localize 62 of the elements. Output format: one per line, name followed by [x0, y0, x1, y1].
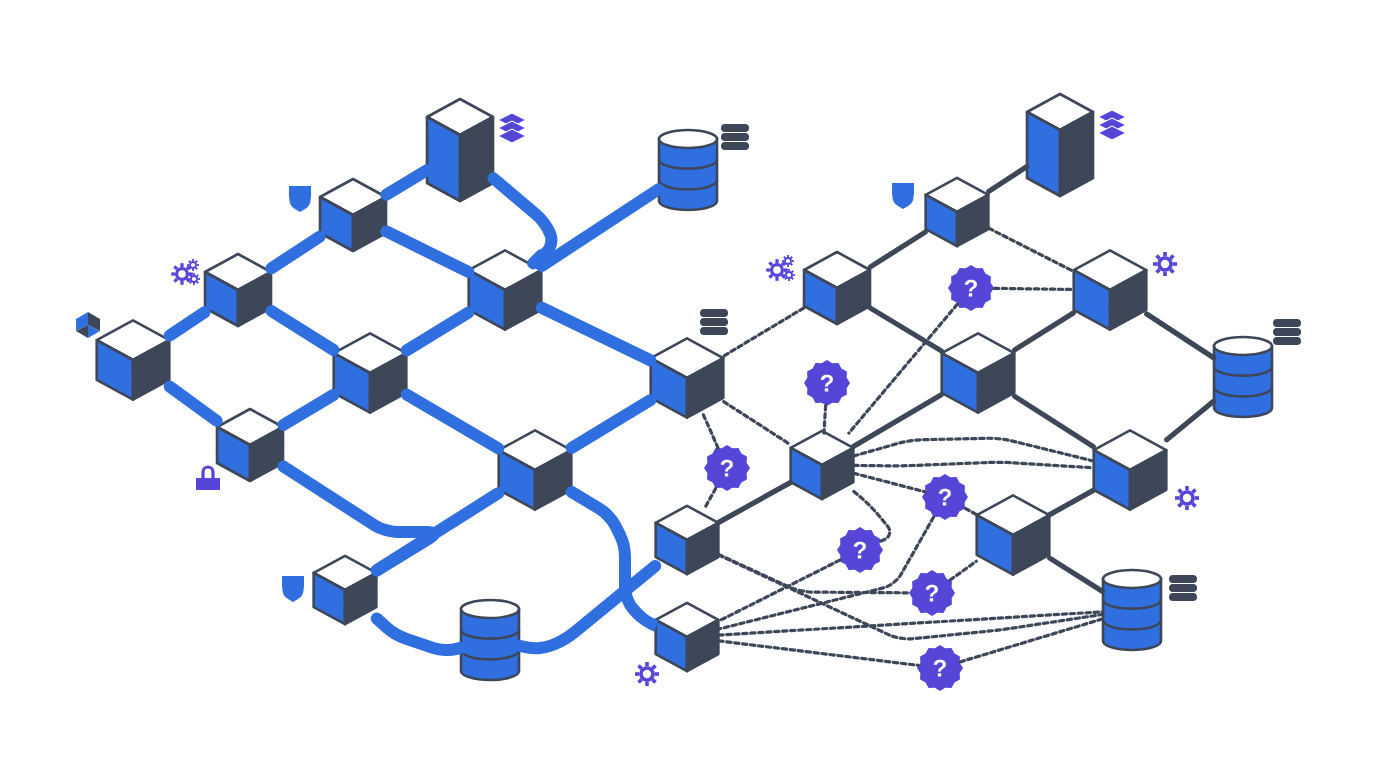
server-cube — [318, 177, 388, 253]
server-cube — [1072, 249, 1148, 331]
connector-line — [717, 610, 1105, 637]
server-cube — [654, 504, 720, 576]
server-cube — [802, 250, 872, 326]
connector-line — [1012, 310, 1076, 353]
connector-line — [535, 183, 665, 272]
connector-line — [1144, 311, 1217, 361]
connector-line — [852, 460, 1095, 470]
connector-line — [717, 515, 936, 631]
question-badge: ? — [948, 265, 994, 311]
connector-line — [722, 400, 792, 447]
server-cube — [1025, 92, 1095, 198]
database-cylinder — [1101, 568, 1163, 652]
connector-line — [1164, 398, 1217, 443]
question-badge: ? — [922, 474, 968, 520]
server-cube — [425, 97, 495, 203]
question-badge: ? — [909, 570, 955, 616]
connector-line — [487, 172, 558, 270]
connector-line — [822, 404, 828, 435]
server-cube — [312, 554, 378, 626]
question-badge: ? — [917, 645, 963, 691]
connector-line — [703, 486, 718, 510]
connector-line — [400, 388, 505, 455]
connector-line — [717, 553, 1105, 641]
database-cylinder — [459, 598, 521, 682]
server-cube — [940, 332, 1016, 414]
connector-line — [722, 306, 806, 358]
connector-line — [370, 487, 505, 576]
connector-line — [277, 460, 440, 577]
question-badge: ? — [837, 527, 883, 573]
connector-line — [958, 617, 1105, 664]
question-badge: ? — [704, 445, 750, 491]
connector-line — [370, 612, 467, 656]
connector-line — [852, 436, 1095, 463]
connector-line — [948, 559, 978, 582]
connector-line — [986, 164, 1030, 194]
server-cube — [789, 429, 855, 501]
server-cube — [332, 332, 408, 414]
server-cube — [497, 429, 573, 511]
connector-line — [847, 302, 959, 435]
database-cylinder — [657, 128, 719, 212]
server-cube — [1092, 429, 1168, 511]
connector-line — [963, 506, 978, 517]
server-cube — [215, 407, 285, 483]
connector-line — [380, 225, 475, 278]
connector-line — [992, 286, 1075, 292]
connector-line — [852, 471, 927, 494]
question-badge: ? — [804, 360, 850, 406]
server-cube — [654, 601, 720, 673]
server-cube — [975, 494, 1051, 576]
connector-line — [701, 413, 720, 450]
server-cube — [924, 176, 990, 248]
server-cube — [203, 252, 273, 328]
database-cylinder — [1212, 335, 1274, 419]
server-cube — [95, 319, 171, 401]
server-cube — [467, 249, 543, 331]
connector-line — [717, 639, 920, 667]
connector-line — [717, 558, 842, 623]
connector-line — [852, 489, 892, 543]
server-cube — [649, 337, 725, 419]
connector-line — [1047, 487, 1096, 518]
